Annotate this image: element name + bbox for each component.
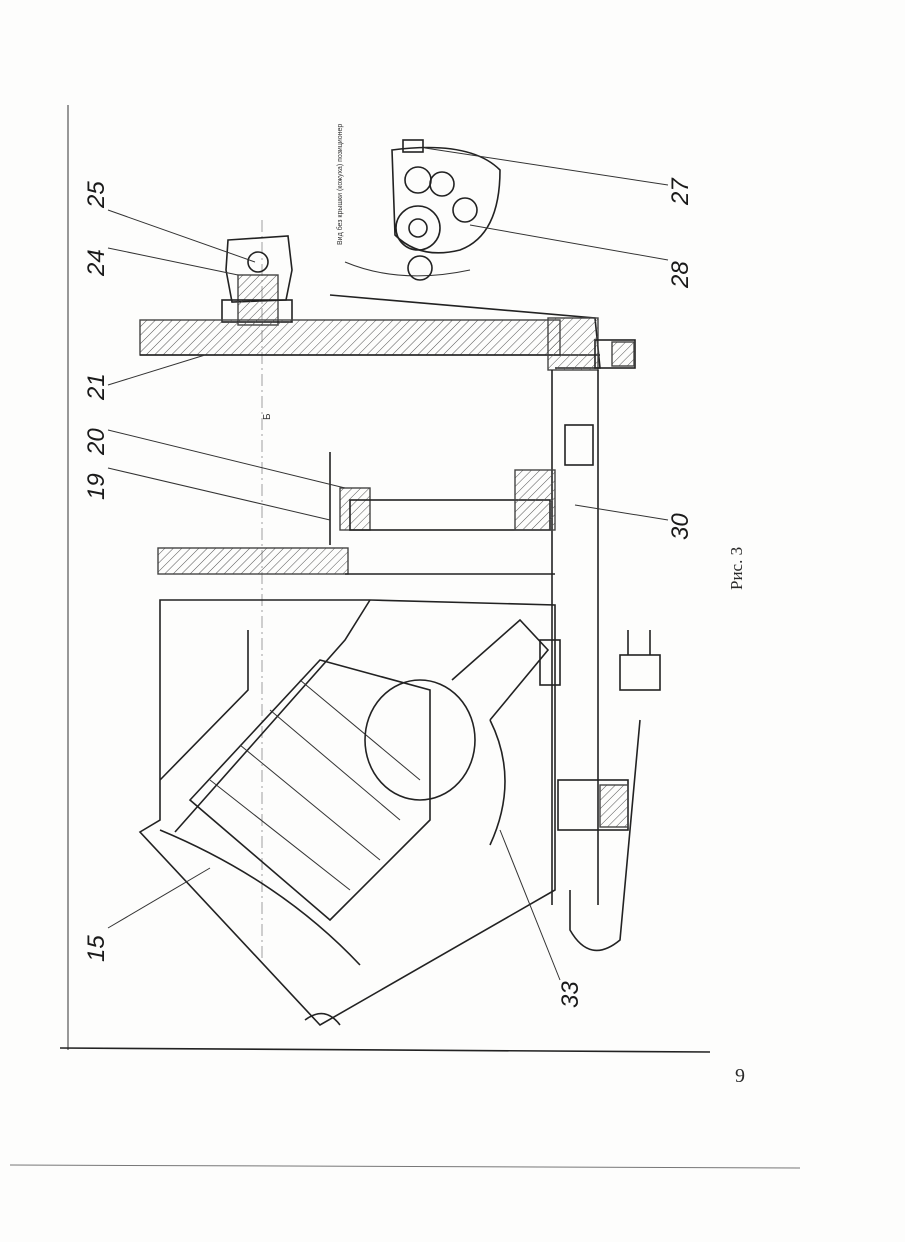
leader-20 [107,429,346,489]
callout-21: 21 [83,373,110,401]
callout-33: 33 [557,981,584,1008]
figure-caption: Рис. 3 [727,547,746,590]
page-number: 9 [735,1065,745,1087]
leader-33 [499,829,561,981]
scale-mark: Б [262,413,273,420]
leader-30 [574,504,669,521]
callout-20: 20 [83,428,110,456]
top-knob-assembly [221,235,293,326]
top-plate [139,319,600,356]
callout-28: 28 [667,261,694,289]
leader-25 [107,209,256,263]
leader-15 [107,867,211,929]
gear-note: Вид без крышки (кожуха) позиционер [336,124,344,245]
base-and-plug [539,630,661,952]
central-column [329,452,556,545]
lamp-housing [138,599,556,1027]
leader-24 [107,247,239,276]
leader-21 [107,354,206,386]
callout-19: 19 [83,473,110,500]
callout-27: 27 [667,177,694,206]
scan-bottom-line [9,1164,801,1169]
right-column [329,294,636,905]
lens-plate [157,547,555,575]
leader-28 [469,224,669,261]
callout-24: 24 [83,249,110,277]
frame-bottom-line [59,1047,711,1053]
callout-25: 25 [83,181,110,209]
leader-27 [424,147,669,186]
leader-19 [107,467,331,521]
gear-detail: Вид без крышки (кожуха) позиционер [336,124,501,281]
callout-15: 15 [83,935,110,962]
callout-30: 30 [667,513,694,540]
